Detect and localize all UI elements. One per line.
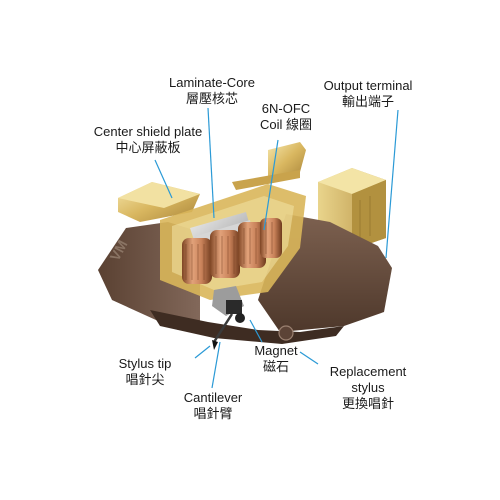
leader-output-terminal [385, 109, 399, 259]
label-coil-zh: 線圈 [286, 117, 313, 132]
coil-left-b [210, 230, 240, 278]
label-cantilever-zh: 唱針臂 [193, 406, 233, 421]
leader-replacement [299, 351, 319, 365]
magnet-dot [235, 313, 245, 323]
gold-top-block [232, 142, 306, 190]
label-output-terminal-zh: 輸出端子 [341, 94, 394, 109]
label-replacement-en: Replacement [329, 364, 407, 379]
cantilever [212, 313, 234, 343]
leader-lines [154, 107, 399, 389]
leader-center-shield [154, 159, 173, 199]
leader-cantilever [211, 341, 221, 389]
label-coil-line2: Coil 線圈 [246, 117, 326, 133]
label-stylus-tip: Stylus tip 唱針尖 [100, 356, 190, 388]
coil-right-b [260, 218, 282, 258]
logo-disc [278, 325, 294, 341]
label-coil-en: 6N-OFC [261, 101, 311, 116]
label-coil: 6N-OFC Coil 線圈 [246, 101, 326, 133]
stylus-tip [212, 340, 218, 350]
label-laminate-core: Laminate-Core 層壓核芯 [152, 75, 272, 107]
label-output-terminal-en: Output terminal [323, 78, 413, 93]
label-center-shield: Center shield plate 中心屏蔽板 [78, 124, 218, 156]
label-output-terminal: Output terminal 輸出端子 [308, 78, 428, 110]
label-replacement-zh: 更換唱針 [341, 396, 394, 411]
label-replacement-en2: stylus [351, 380, 385, 395]
label-replacement-stylus: Replacement stylus 更換唱針 [318, 364, 418, 412]
label-magnet: Magnet 磁石 [246, 343, 306, 375]
magnet [226, 300, 242, 314]
label-stylus-tip-en: Stylus tip [118, 356, 172, 371]
coil-left-a [182, 238, 212, 284]
leader-coil [263, 139, 279, 231]
label-laminate-core-en: Laminate-Core [169, 75, 255, 90]
leader-stylus-tip [194, 345, 211, 359]
label-stylus-tip-zh: 唱針尖 [125, 372, 165, 387]
leader-laminate-core [207, 107, 215, 219]
center-shield-block [118, 182, 200, 222]
label-magnet-zh: 磁石 [262, 359, 289, 374]
label-laminate-core-zh: 層壓核芯 [185, 91, 238, 106]
stylus-assembly [212, 286, 245, 350]
leader-magnet [249, 319, 263, 343]
copper-coils [182, 218, 282, 284]
label-magnet-en: Magnet [254, 343, 298, 358]
label-cantilever-en: Cantilever [183, 390, 243, 405]
coil-right-a [238, 222, 266, 268]
label-coil-en2: Coil [259, 117, 283, 132]
label-center-shield-zh: 中心屏蔽板 [115, 140, 181, 155]
label-center-shield-en: Center shield plate [93, 124, 203, 139]
label-cantilever: Cantilever 唱針臂 [168, 390, 258, 422]
